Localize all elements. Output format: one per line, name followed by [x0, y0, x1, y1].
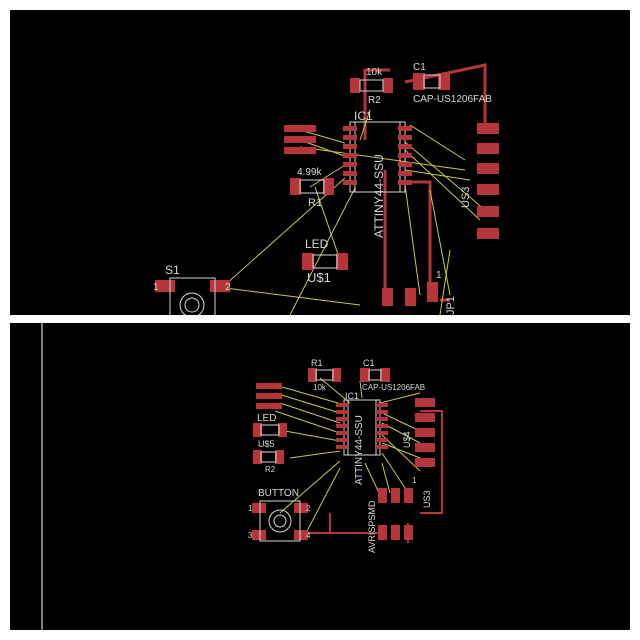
top-ic1-value: ATTINY44-SSU — [372, 154, 386, 238]
top-led-name: U$1 — [307, 270, 331, 285]
top-led[interactable]: LED U$1 — [302, 237, 348, 285]
bottom-board-view[interactable]: R1 10k C1 CAP-US1206FAB IC1 ATTINY44-SSU — [10, 323, 630, 630]
bottom-r2-name: R2 — [265, 465, 276, 474]
bottom-avr-pin: 1 — [412, 476, 417, 485]
bottom-r1-name: R1 — [311, 358, 323, 368]
top-r1-name: R1 — [308, 197, 322, 209]
top-ic1-chip[interactable]: IC1 ATTINY44-SSU — [343, 109, 412, 238]
top-led-value: LED — [305, 237, 329, 251]
bottom-us4-header[interactable]: U$4 — [402, 398, 435, 467]
bottom-ic1-chip[interactable]: IC1 ATTINY44-SSU — [336, 391, 388, 485]
top-board-view[interactable]: 10k R2 C1 CAP-US1206FAB IC1 ATTINY44-SSU — [10, 10, 630, 315]
bottom-r2-resistor[interactable]: R2 — [253, 450, 284, 474]
bottom-button-pin3: 3 — [248, 531, 253, 540]
bottom-avrisp-header[interactable]: 1 AVRISPSMD — [367, 476, 417, 553]
bottom-r1-resistor[interactable]: R1 10k — [308, 358, 341, 392]
top-c1-value: CAP-US1206FAB — [413, 94, 492, 105]
top-c1-capacitor[interactable]: C1 CAP-US1206FAB — [413, 62, 492, 105]
bottom-led-value: LED — [257, 413, 276, 424]
bottom-board-canvas[interactable]: R1 10k C1 CAP-US1206FAB IC1 ATTINY44-SSU — [10, 323, 630, 630]
bottom-r1-value: 10k — [313, 383, 327, 392]
bottom-us4-name: U$4 — [402, 431, 412, 448]
bottom-us3-header[interactable]: US3 — [422, 490, 432, 508]
top-jp1-pin: 1 — [436, 270, 442, 281]
top-s1-switch[interactable]: S1 1 2 — [153, 263, 231, 315]
top-r2-value: 10k — [366, 67, 383, 78]
top-us3-header[interactable]: US3 — [460, 123, 499, 239]
top-jp1-connector[interactable]: 1 JP1 — [382, 270, 457, 315]
bottom-led[interactable]: LED U$5 — [253, 413, 287, 449]
bottom-led-name: U$5 — [258, 439, 275, 449]
bottom-button-pin4: 4 — [306, 531, 311, 540]
bottom-c1-capacitor[interactable]: C1 CAP-US1206FAB — [360, 358, 425, 392]
top-left-header[interactable] — [284, 125, 316, 154]
bottom-left-header[interactable] — [256, 383, 282, 409]
bottom-button-switch[interactable]: BUTTON 1 2 3 4 — [248, 488, 311, 542]
bottom-ic1-name: IC1 — [345, 391, 359, 401]
top-jp1-name: JP1 — [445, 296, 457, 315]
bottom-button-value: BUTTON — [258, 488, 299, 499]
top-airwires — [224, 109, 486, 315]
bottom-c1-name: C1 — [363, 358, 375, 368]
bottom-us3-name: US3 — [422, 490, 432, 508]
bottom-button-pin2: 2 — [306, 504, 311, 513]
top-board-canvas[interactable]: 10k R2 C1 CAP-US1206FAB IC1 ATTINY44-SSU — [10, 10, 630, 315]
top-r2-resistor[interactable]: 10k R2 — [350, 67, 393, 106]
top-ic1-name: IC1 — [354, 109, 373, 123]
bottom-avr-name: AVRISPSMD — [367, 500, 377, 553]
bottom-button-pin1: 1 — [248, 504, 253, 513]
bottom-ic1-value: ATTINY44-SSU — [354, 415, 365, 485]
top-c1-name: C1 — [413, 62, 426, 73]
top-s1-pin2: 2 — [225, 282, 231, 293]
top-r1-resistor[interactable]: 4.99k R1 — [290, 167, 334, 209]
top-r2-name: R2 — [368, 95, 381, 106]
top-us3-name: US3 — [460, 187, 472, 208]
bottom-c1-value: CAP-US1206FAB — [362, 383, 425, 392]
top-copper-traces — [363, 63, 487, 302]
top-s1-name: S1 — [165, 263, 180, 277]
bottom-airwires — [274, 377, 421, 534]
top-s1-pin1: 1 — [153, 282, 159, 293]
top-r1-value: 4.99k — [297, 167, 322, 178]
